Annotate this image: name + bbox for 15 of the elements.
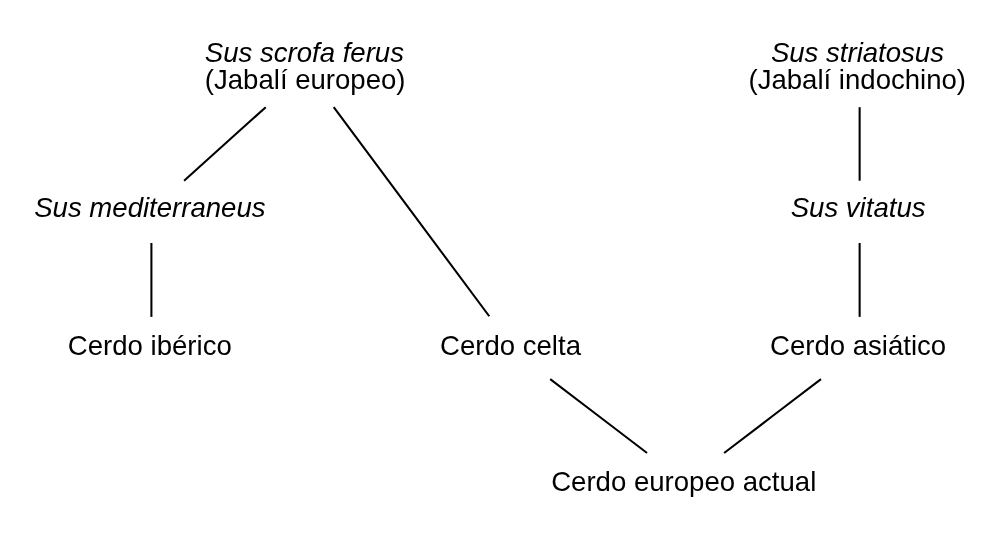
connector [723,378,822,454]
node-text: Sus scrofa ferus (Jabalí europeo) [204,36,406,96]
node-text: Sus striatosus (Jabalí indochino) [748,36,967,96]
connector [858,107,861,181]
connector [332,106,491,317]
connector [183,106,267,182]
node-text: Cerdo ibérico [67,329,232,361]
node-text: Cerdo celta [440,329,581,361]
connector [150,243,153,317]
node-text: Sus mediterraneus [34,191,266,223]
connector [858,243,861,317]
connector [549,378,648,454]
node-text: Cerdo asiático [770,329,947,361]
node-text: Sus vitatus [790,191,926,223]
node-text: Cerdo europeo actual [551,465,817,497]
